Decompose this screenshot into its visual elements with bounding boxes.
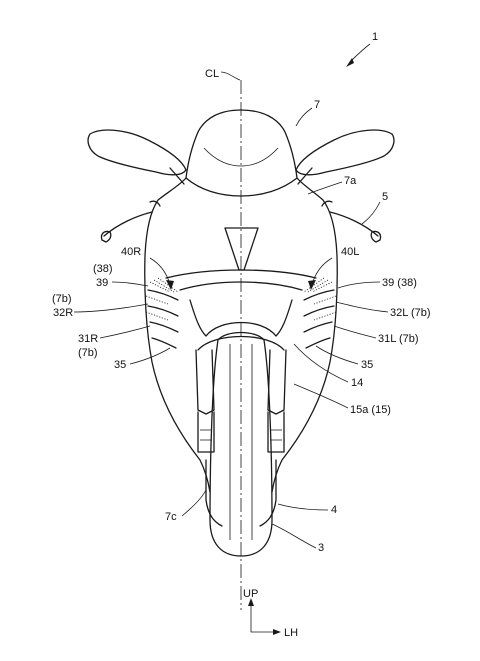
ref-4: 4 bbox=[331, 504, 337, 516]
front-cowl-7 bbox=[144, 109, 338, 493]
ref-7b-left2: (7b) bbox=[78, 347, 98, 359]
ref-38-left: (38) bbox=[93, 263, 113, 275]
direction-lh-label: LH bbox=[284, 627, 298, 639]
ref-7a: 7a bbox=[344, 175, 357, 187]
handlebar-left-5 bbox=[321, 200, 382, 243]
ref-31L: 31L (7b) bbox=[378, 333, 419, 345]
ref-32L: 32L (7b) bbox=[390, 307, 431, 319]
ref-31R: 31R bbox=[78, 333, 98, 345]
airflow-arrow-40R bbox=[149, 257, 174, 290]
airflow-arrow-40L bbox=[308, 257, 333, 290]
handlebar-right bbox=[100, 200, 161, 243]
mirror-left bbox=[295, 129, 395, 185]
front-tire-3 bbox=[209, 331, 273, 557]
direction-up-label: UP bbox=[243, 588, 258, 600]
ref-14: 14 bbox=[351, 377, 363, 389]
louver-fins-right bbox=[145, 277, 179, 349]
ref-5: 5 bbox=[382, 191, 388, 203]
figure-number: 1 bbox=[372, 31, 378, 43]
figure-number-arrow bbox=[346, 43, 371, 67]
louver-fins-left bbox=[303, 277, 337, 349]
ref-15a: 15a (15) bbox=[350, 404, 391, 416]
ref-32R: 32R bbox=[53, 307, 73, 319]
ref-39-38-right: 39 (38) bbox=[382, 277, 417, 289]
front-fender-14 bbox=[189, 299, 293, 351]
ref-35-right: 35 bbox=[361, 359, 373, 371]
headlight bbox=[224, 227, 259, 271]
centerline-label: CL bbox=[205, 68, 219, 80]
ref-7c: 7c bbox=[165, 511, 177, 523]
mirror-right bbox=[87, 129, 187, 185]
ref-3: 3 bbox=[318, 542, 324, 554]
lower-cowl-4 bbox=[205, 459, 277, 527]
ref-7b-left: (7b) bbox=[52, 293, 72, 305]
ref-40R: 40R bbox=[121, 246, 141, 258]
ref-39-left: 39 bbox=[96, 277, 108, 289]
lower-cowl-opening bbox=[165, 269, 317, 291]
ref-40L: 40L bbox=[341, 246, 359, 258]
ref-7: 7 bbox=[314, 99, 320, 111]
direction-indicator bbox=[248, 598, 281, 635]
ref-35-left: 35 bbox=[114, 359, 126, 371]
